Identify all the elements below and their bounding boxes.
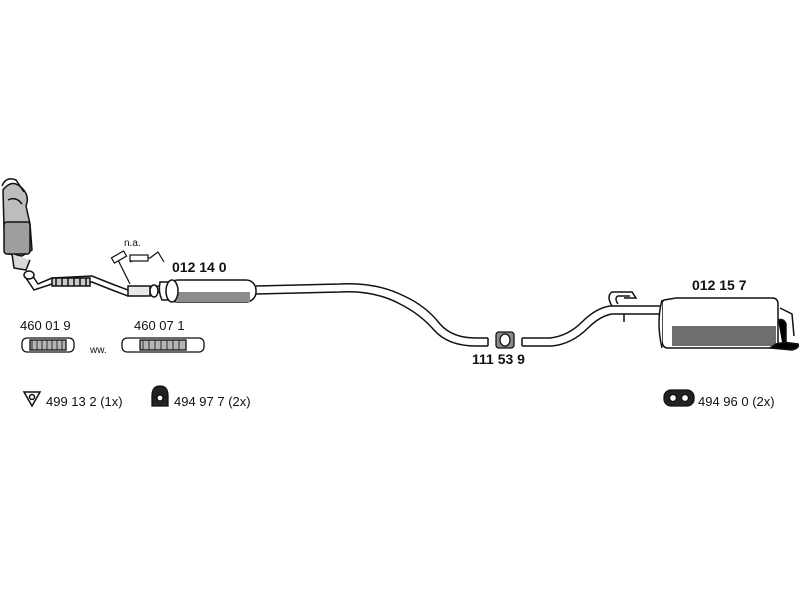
- clamp: [495, 331, 515, 349]
- rubber-mount-icon: [151, 385, 169, 407]
- rubber-ring-part-number: 494 96 0 (2x): [698, 394, 775, 409]
- clamp-part-number: 111 53 9: [472, 351, 525, 367]
- alternative-marker: ww.: [89, 345, 107, 356]
- flex-pipe-b-part-number: 460 07 1: [134, 318, 185, 333]
- front-muffler-part-number: 012 14 0: [172, 259, 227, 275]
- flex-pipe-b: [121, 337, 205, 353]
- front-pipe: [23, 270, 161, 298]
- rear-muffler: [658, 297, 800, 351]
- rubber-ring-icon: [663, 389, 695, 407]
- rear-muffler-part-number: 012 15 7: [692, 277, 747, 293]
- gasket-icon: [22, 391, 42, 408]
- rubber-mount-part-number: 494 97 7 (2x): [174, 394, 251, 409]
- flex-pipe-a: [21, 337, 75, 353]
- sensor-note: n.a.: [124, 238, 141, 249]
- lambda-sensor: [110, 250, 165, 285]
- rear-pipe: [521, 291, 662, 347]
- gasket-part-number: 499 13 2 (1x): [46, 394, 123, 409]
- front-muffler: [158, 279, 257, 303]
- catalytic-converter: [1, 178, 33, 271]
- flex-pipe-a-part-number: 460 01 9: [20, 318, 71, 333]
- middle-pipe: [255, 283, 489, 347]
